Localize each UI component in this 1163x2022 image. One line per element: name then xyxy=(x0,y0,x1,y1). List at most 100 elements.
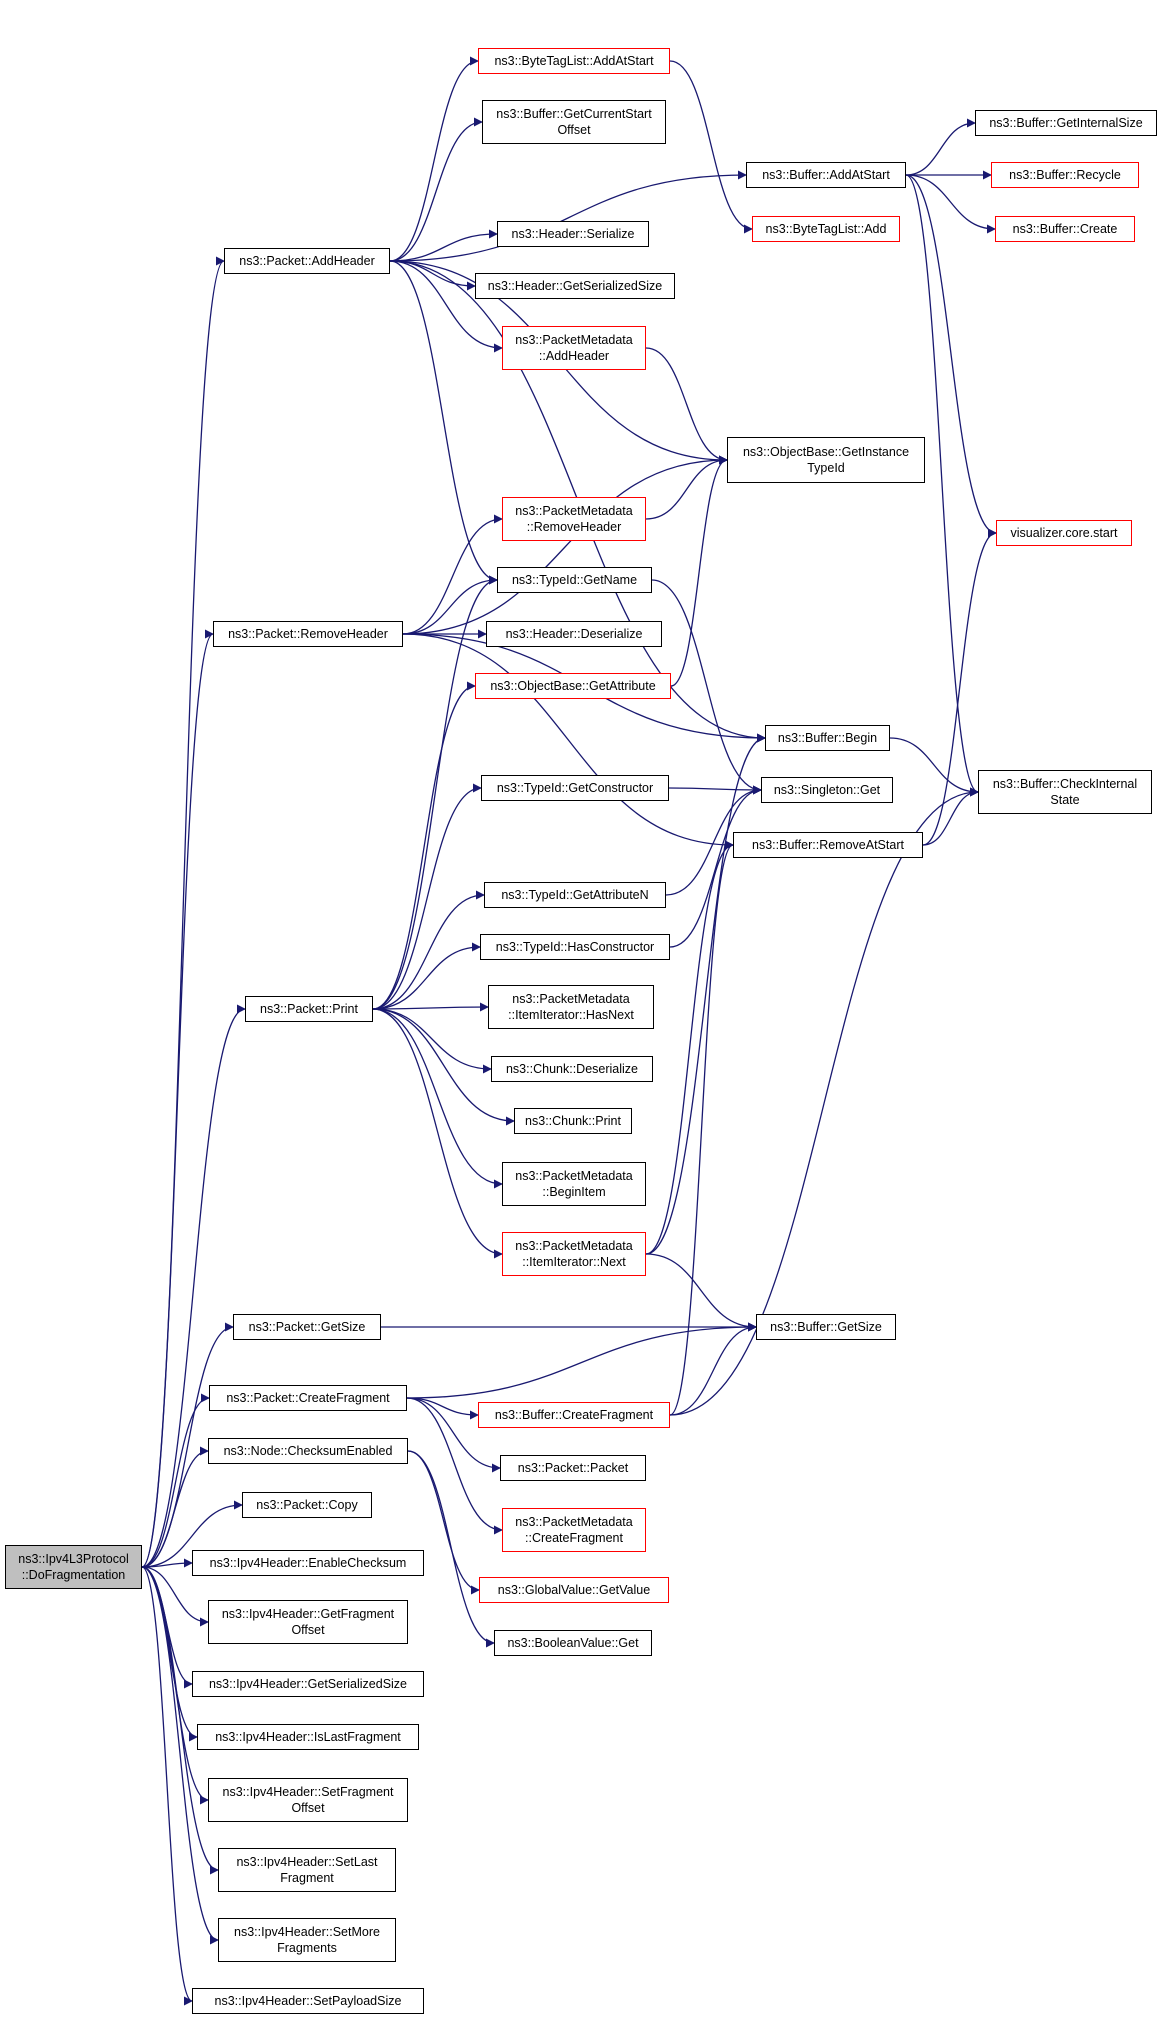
node-objectbase-getattribute[interactable]: ns3::ObjectBase::GetAttribute xyxy=(475,673,671,699)
node-packet-packet[interactable]: ns3::Packet::Packet xyxy=(500,1455,646,1481)
call-edge-node_checksumenabled-to-booleanvalue_get xyxy=(407,1450,495,1648)
node-header-getserializedsize[interactable]: ns3::Header::GetSerializedSize xyxy=(475,273,675,299)
node-ipv4header-enablechecksum[interactable]: ns3::Ipv4Header::EnableChecksum xyxy=(192,1550,424,1576)
call-edge-typeid_getname-to-singleton_get xyxy=(651,579,762,795)
call-edge-packet_print-to-itemiterator_next xyxy=(372,1008,503,1259)
call-edge-root-to-node_checksumenabled xyxy=(141,1446,209,1568)
node-ipv4header-setfragmentoffset[interactable]: ns3::Ipv4Header::SetFragment Offset xyxy=(208,1778,408,1822)
call-edge-typeid_getattributen-to-singleton_get xyxy=(665,785,762,896)
call-edge-packetmetadata_removeheader-to-objectbase_getinstancetypeid xyxy=(645,455,728,520)
node-packetmetadata-beginitem[interactable]: ns3::PacketMetadata ::BeginItem xyxy=(502,1162,646,1206)
call-edge-buffer_addatstart-to-buffer_checkinternalstate xyxy=(905,174,979,797)
node-packet-copy[interactable]: ns3::Packet::Copy xyxy=(242,1492,372,1518)
call-edge-root-to-ipv4header_islastfragment xyxy=(141,1566,198,1742)
call-edge-buffer_begin-to-buffer_checkinternalstate xyxy=(889,737,979,797)
node-header-deserialize[interactable]: ns3::Header::Deserialize xyxy=(486,621,662,647)
node-ipv4header-getfragmentoffset[interactable]: ns3::Ipv4Header::GetFragment Offset xyxy=(208,1600,408,1644)
node-objectbase-getinstancetypeid[interactable]: ns3::ObjectBase::GetInstance TypeId xyxy=(727,437,925,483)
call-edge-packet_removeheader-to-typeid_getname xyxy=(402,575,498,635)
node-typeid-getattributen[interactable]: ns3::TypeId::GetAttributeN xyxy=(484,882,666,908)
call-edge-buffer_createfragment-to-buffer_getsize xyxy=(669,1322,757,1416)
call-edge-buffer_addatstart-to-buffer_create xyxy=(905,174,996,234)
node-ipv4header-islastfragment[interactable]: ns3::Ipv4Header::IsLastFragment xyxy=(197,1724,419,1750)
call-edge-packet_print-to-packetmetadata_beginitem xyxy=(372,1008,503,1189)
call-edge-buffer_addatstart-to-visualizer_core_start xyxy=(905,174,997,538)
node-packetmetadata-createfragment[interactable]: ns3::PacketMetadata ::CreateFragment xyxy=(502,1508,646,1552)
call-edge-buffer_createfragment-to-buffer_removeatstart xyxy=(669,840,734,1416)
node-buffer-getsize[interactable]: ns3::Buffer::GetSize xyxy=(756,1314,896,1340)
call-edge-root-to-ipv4header_setmorefragments xyxy=(141,1566,219,1945)
call-edge-packetmetadata_addheader-to-objectbase_getinstancetypeid xyxy=(645,347,728,465)
call-edge-packet_createfragment-to-packet_packet xyxy=(406,1397,501,1473)
call-edge-itemiterator_next-to-buffer_removeatstart xyxy=(645,840,734,1255)
call-edge-packet_print-to-itemiterator_hasnext xyxy=(372,1002,489,1012)
call-edge-packet_print-to-chunk_deserialize xyxy=(372,1008,492,1074)
node-buffer-removeatstart[interactable]: ns3::Buffer::RemoveAtStart xyxy=(733,832,923,858)
node-itemiterator-hasnext[interactable]: ns3::PacketMetadata ::ItemIterator::HasN… xyxy=(488,985,654,1029)
call-edge-packet_removeheader-to-buffer_removeatstart xyxy=(402,633,734,850)
call-edge-buffer_createfragment-to-buffer_checkinternalstate xyxy=(669,787,979,1416)
call-edge-packet_addheader-to-buffer_getcurrentstartoffset xyxy=(389,117,483,262)
call-edge-root-to-packet_print xyxy=(141,1004,246,1568)
node-packet-createfragment[interactable]: ns3::Packet::CreateFragment xyxy=(209,1385,407,1411)
node-packet-print[interactable]: ns3::Packet::Print xyxy=(245,996,373,1022)
call-edge-packet_addheader-to-buffer_addatstart xyxy=(389,170,747,262)
node-chunk-deserialize[interactable]: ns3::Chunk::Deserialize xyxy=(491,1056,653,1082)
node-globalvalue-getvalue[interactable]: ns3::GlobalValue::GetValue xyxy=(479,1577,669,1603)
node-packetmetadata-addheader[interactable]: ns3::PacketMetadata ::AddHeader xyxy=(502,326,646,370)
call-edge-root-to-packet_removeheader xyxy=(141,629,214,1568)
node-chunk-print[interactable]: ns3::Chunk::Print xyxy=(514,1108,632,1134)
call-edge-root-to-ipv4header_setlastfragment xyxy=(141,1566,219,1875)
call-edge-packet_print-to-chunk_print xyxy=(372,1008,515,1126)
node-buffer-addatstart[interactable]: ns3::Buffer::AddAtStart xyxy=(746,162,906,188)
call-edge-packet_addheader-to-header_serialize xyxy=(389,229,498,262)
call-edge-objectbase_getattribute-to-objectbase_getinstancetypeid xyxy=(670,455,728,687)
node-packet-removeheader[interactable]: ns3::Packet::RemoveHeader xyxy=(213,621,403,647)
node-ipv4header-setpayloadsize[interactable]: ns3::Ipv4Header::SetPayloadSize xyxy=(192,1988,424,2014)
call-edge-packet_print-to-typeid_getconstructor xyxy=(372,783,482,1010)
node-buffer-createfragment[interactable]: ns3::Buffer::CreateFragment xyxy=(478,1402,670,1428)
call-edge-buffer_addatstart-to-buffer_getinternalsize xyxy=(905,118,976,176)
call-edge-packet_addheader-to-packetmetadata_addheader xyxy=(389,260,503,353)
node-buffer-checkinternalstate[interactable]: ns3::Buffer::CheckInternal State xyxy=(978,770,1152,814)
node-buffer-create[interactable]: ns3::Buffer::Create xyxy=(995,216,1135,242)
call-edge-packet_addheader-to-bytetaglist_addatstart xyxy=(389,56,479,262)
call-edge-itemiterator_next-to-buffer_getsize xyxy=(645,1253,757,1332)
node-itemiterator-next[interactable]: ns3::PacketMetadata ::ItemIterator::Next xyxy=(502,1232,646,1276)
node-bytetaglist-add[interactable]: ns3::ByteTagList::Add xyxy=(752,216,900,242)
node-buffer-getinternalsize[interactable]: ns3::Buffer::GetInternalSize xyxy=(975,110,1157,136)
node-node-checksumenabled[interactable]: ns3::Node::ChecksumEnabled xyxy=(208,1438,408,1464)
node-packet-getsize[interactable]: ns3::Packet::GetSize xyxy=(233,1314,381,1340)
call-edge-packet_print-to-typeid_getattributen xyxy=(372,890,485,1010)
call-edge-typeid_hasconstructor-to-singleton_get xyxy=(669,785,762,948)
node-header-serialize[interactable]: ns3::Header::Serialize xyxy=(497,221,649,247)
call-edge-packet_print-to-typeid_getname xyxy=(372,575,498,1010)
node-buffer-getcurrentstartoffset[interactable]: ns3::Buffer::GetCurrentStart Offset xyxy=(482,100,666,144)
node-ipv4header-setlastfragment[interactable]: ns3::Ipv4Header::SetLast Fragment xyxy=(218,1848,396,1892)
node-packet-addheader[interactable]: ns3::Packet::AddHeader xyxy=(224,248,390,274)
node-bytetaglist-addatstart[interactable]: ns3::ByteTagList::AddAtStart xyxy=(478,48,670,74)
root-function-node: ns3::Ipv4L3Protocol ::DoFragmentation xyxy=(5,1545,142,1589)
call-edge-root-to-ipv4header_enablechecksum xyxy=(141,1558,193,1568)
node-typeid-hasconstructor[interactable]: ns3::TypeId::HasConstructor xyxy=(480,934,670,960)
call-edge-root-to-packet_copy xyxy=(141,1500,243,1568)
call-edge-itemiterator_next-to-buffer_begin xyxy=(645,733,766,1255)
node-booleanvalue-get[interactable]: ns3::BooleanValue::Get xyxy=(494,1630,652,1656)
node-ipv4header-getserializedsize[interactable]: ns3::Ipv4Header::GetSerializedSize xyxy=(192,1671,424,1697)
node-packetmetadata-removeheader[interactable]: ns3::PacketMetadata ::RemoveHeader xyxy=(502,497,646,541)
call-edge-root-to-ipv4header_setpayloadsize xyxy=(141,1566,193,2006)
node-typeid-getname[interactable]: ns3::TypeId::GetName xyxy=(497,567,652,593)
node-visualizer-core-start[interactable]: visualizer.core.start xyxy=(996,520,1132,546)
call-edge-packet_createfragment-to-packetmetadata_createfragment xyxy=(406,1397,503,1535)
node-buffer-recycle[interactable]: ns3::Buffer::Recycle xyxy=(991,162,1139,188)
call-edge-packet_createfragment-to-buffer_getsize xyxy=(406,1322,757,1399)
call-edge-packet_print-to-typeid_hasconstructor xyxy=(372,942,481,1010)
node-ipv4header-setmorefragments[interactable]: ns3::Ipv4Header::SetMore Fragments xyxy=(218,1918,396,1962)
node-buffer-begin[interactable]: ns3::Buffer::Begin xyxy=(765,725,890,751)
call-edge-packet_print-to-objectbase_getattribute xyxy=(372,681,476,1010)
node-typeid-getconstructor[interactable]: ns3::TypeId::GetConstructor xyxy=(481,775,669,801)
node-singleton-get[interactable]: ns3::Singleton::Get xyxy=(761,777,893,803)
call-edge-packet_removeheader-to-packetmetadata_removeheader xyxy=(402,514,503,635)
call-edge-root-to-ipv4header_getfragmentoffset xyxy=(141,1566,209,1627)
